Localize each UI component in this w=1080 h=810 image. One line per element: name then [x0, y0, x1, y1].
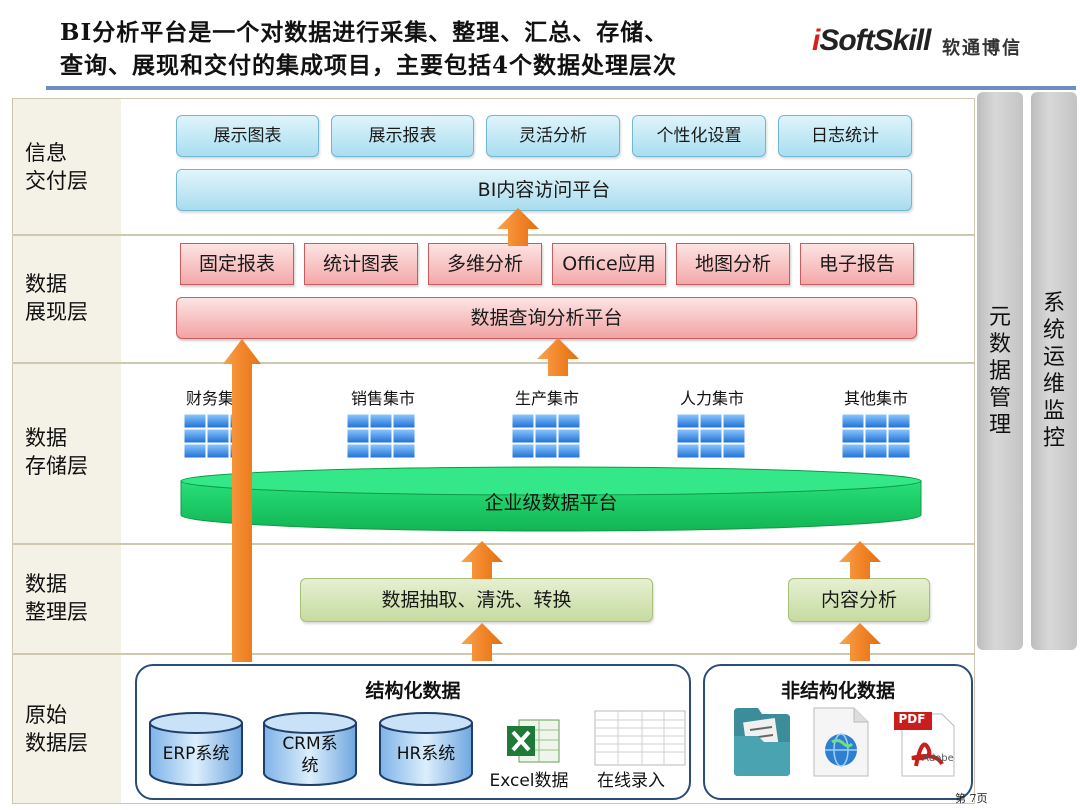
presentation-button-fixed-report[interactable]: 固定报表: [180, 243, 294, 285]
pdf-tag: PDF: [898, 712, 926, 726]
delivery-label-line1: 信息: [25, 141, 67, 165]
up-arrow-icon: [838, 622, 882, 662]
presentation-label-line2: 展现层: [25, 300, 88, 324]
online-form-icon: [594, 710, 686, 766]
bi-content-access-platform: BI内容访问平台: [176, 169, 912, 211]
delivery-button-flexible-analysis[interactable]: 灵活分析: [486, 115, 620, 157]
document-folder-icon: [734, 708, 790, 776]
page-number: 第 7页: [955, 792, 988, 805]
storage-label-line1: 数据: [25, 426, 67, 450]
storage-layer-label: 数据 存储层: [25, 424, 88, 480]
logo-chinese-name: 软通博信: [942, 38, 1022, 59]
mart-label-hr: 人力集市: [679, 389, 744, 408]
up-arrow-icon: [536, 337, 580, 377]
system-ops-monitoring-label: 系统运维监控: [1042, 291, 1065, 451]
logo-brand-rest: SoftSkill: [819, 24, 931, 57]
presentation-button-office-application[interactable]: Office应用: [552, 243, 666, 285]
metadata-management-bar: 元数据管理: [977, 92, 1023, 650]
pdf-document-icon: [894, 712, 955, 777]
title-line-1: BI分析平台是一个对数据进行采集、整理、汇总、存储、: [60, 19, 669, 46]
metadata-management-label: 元数据管理: [988, 304, 1011, 438]
delivery-layer-label: 信息 交付层: [25, 139, 88, 195]
processing-label-line2: 整理层: [25, 600, 88, 624]
logo-brand: iSoftSkill: [812, 24, 931, 58]
data-cube-icon: [345, 410, 417, 460]
data-cube-icon: [675, 410, 747, 460]
long-bypass-arrow: [223, 339, 261, 662]
up-arrow-icon: [496, 207, 540, 247]
presentation-button-multidimensional-analysis[interactable]: 多维分析: [428, 243, 542, 285]
enterprise-data-platform-shape: [180, 466, 922, 532]
presentation-button-map-analysis[interactable]: 地图分析: [676, 243, 790, 285]
source-layer-label: 原始 数据层: [25, 701, 88, 757]
mart-label-other: 其他集市: [843, 389, 908, 408]
presentation-label-line1: 数据: [25, 272, 67, 296]
content-analysis-box: 内容分析: [788, 578, 930, 622]
adobe-tag: Adobe: [922, 753, 954, 764]
crm-system-label-line1: CRM系: [282, 734, 338, 754]
mart-label-sales: 销售集市: [350, 389, 415, 408]
excel-icon: [507, 719, 560, 763]
logo-brand-i: i: [812, 24, 820, 57]
source-label-line2: 数据层: [25, 731, 88, 755]
data-cube-icon: [510, 410, 582, 460]
source-label-line1: 原始: [25, 703, 67, 727]
delivery-button-report-display[interactable]: 展示报表: [331, 115, 474, 157]
presentation-layer-label: 数据 展现层: [25, 270, 88, 326]
system-ops-monitoring-bar: 系统运维监控: [1031, 92, 1077, 650]
mart-label-production: 生产集市: [514, 389, 579, 408]
unstructured-data-title: 非结构化数据: [780, 680, 895, 702]
crm-system-label-line2: 统: [301, 756, 319, 776]
delivery-button-personalization[interactable]: 个性化设置: [632, 115, 766, 157]
up-arrow-icon: [838, 540, 882, 580]
data-query-analysis-platform: 数据查询分析平台: [176, 297, 917, 339]
presentation-button-electronic-report[interactable]: 电子报告: [800, 243, 914, 285]
etl-box: 数据抽取、清洗、转换: [300, 578, 653, 622]
crm-system-label: CRM系 统: [262, 733, 358, 777]
web-page-globe-icon: [813, 707, 869, 777]
header-divider: [46, 86, 1076, 90]
up-arrow-icon: [460, 622, 504, 662]
enterprise-data-platform-label: 企业级数据平台: [484, 492, 618, 514]
delivery-button-chart-display[interactable]: 展示图表: [176, 115, 319, 157]
erp-system-label: ERP系统: [162, 744, 230, 764]
up-arrow-icon: [460, 540, 504, 580]
presentation-button-statistical-chart[interactable]: 统计图表: [304, 243, 418, 285]
excel-data-label: Excel数据: [489, 771, 569, 791]
online-entry-label: 在线录入: [597, 771, 665, 791]
structured-data-title: 结构化数据: [365, 680, 461, 702]
processing-label-line1: 数据: [25, 572, 67, 596]
delivery-button-log-statistics[interactable]: 日志统计: [778, 115, 912, 157]
hr-system-label: HR系统: [396, 744, 456, 764]
storage-label-line2: 存储层: [25, 454, 88, 478]
processing-layer-label: 数据 整理层: [25, 570, 88, 626]
page-title: BI分析平台是一个对数据进行采集、整理、汇总、存储、 查询、展现和交付的集成项目…: [60, 16, 820, 82]
delivery-label-line2: 交付层: [25, 169, 88, 193]
company-logo: iSoftSkill 软通博信: [812, 24, 1062, 64]
title-line-2: 查询、展现和交付的集成项目，主要包括4个数据处理层次: [60, 52, 678, 79]
data-cube-icon: [840, 410, 912, 460]
